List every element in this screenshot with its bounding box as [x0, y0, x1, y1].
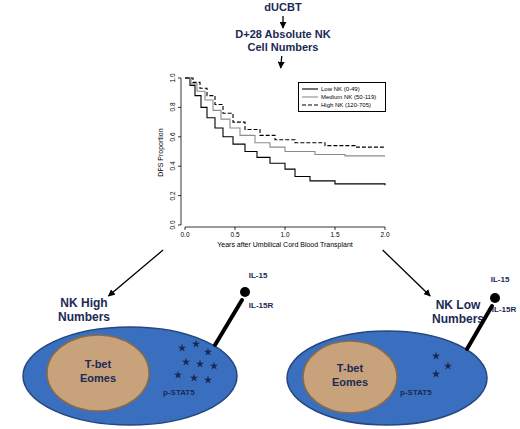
y-tick — [178, 166, 181, 167]
legend-sample — [301, 93, 319, 101]
cell: T-betEomes NK High Numbers p-STAT5 — [18, 296, 248, 429]
legend-line — [302, 96, 318, 97]
ligand-ball — [240, 287, 250, 297]
legend-row: High NK (120-705) — [299, 101, 385, 109]
tick-label: 0.6 — [168, 117, 178, 157]
x-tick — [385, 227, 386, 230]
phospho-star — [178, 344, 186, 352]
x-tick — [185, 227, 186, 230]
phospho-star — [204, 376, 212, 384]
receptor-symbol — [215, 287, 250, 345]
legend-line — [302, 88, 318, 89]
phospho-star — [204, 348, 212, 356]
y-tick — [178, 107, 181, 108]
phospho-star — [432, 370, 440, 378]
nucleus-ellipse — [303, 341, 397, 413]
legend-box: Low NK (0-49)Medium NK (50-119)High NK (… — [298, 82, 386, 112]
flow-arrow — [282, 16, 283, 28]
cell-ellipse — [287, 331, 487, 425]
receptor-stalk — [467, 306, 492, 349]
start-text: dUCBT — [253, 0, 313, 14]
flow-arrow — [108, 250, 163, 296]
legend-text: Low NK (0-49) — [321, 85, 360, 93]
tick-label: 0.8 — [168, 87, 178, 127]
legend-sample — [301, 101, 319, 109]
tick-label: 1.5 — [315, 230, 355, 240]
gene-label: T-bet — [302, 362, 398, 375]
phospho-star — [210, 362, 218, 370]
tick-label: 0.5 — [215, 230, 255, 240]
legend-text: Medium NK (50-119) — [321, 93, 376, 101]
start-label: dUCBT — [253, 0, 313, 16]
flow-arrow — [383, 250, 431, 296]
tick-label: 2.0 — [365, 230, 405, 240]
phospho-star — [192, 340, 200, 348]
phospho-star — [174, 371, 182, 379]
receptor-symbol — [467, 293, 500, 349]
ligand-label: IL-15 — [238, 271, 278, 281]
tick-label: 1.0 — [265, 230, 305, 240]
survival-curve — [185, 78, 385, 185]
y-tick — [178, 136, 181, 137]
x-tick — [335, 227, 336, 230]
survival-curve — [185, 78, 385, 156]
axis-title: Years after Umbilical Cord Blood Transpl… — [185, 240, 385, 249]
y-tick — [178, 225, 181, 226]
legend-text: High NK (120-705) — [321, 101, 371, 109]
phospho-star — [190, 374, 198, 382]
process-text: D+28 Absolute NK Cell Numbers — [225, 28, 341, 54]
x-tick — [285, 227, 286, 230]
phospho-star — [432, 352, 440, 360]
y-axis — [181, 78, 182, 225]
survival-curve — [185, 78, 385, 147]
receptor-label: IL-15R — [484, 305, 520, 315]
nucleus: T-betEomes — [302, 340, 398, 414]
gene-label: Eomes — [302, 376, 398, 389]
gene-label: T-bet — [46, 358, 150, 371]
tick-label: 0.0 — [168, 205, 178, 245]
flow-arrow — [281, 56, 282, 68]
group-heading: NK High Numbers — [48, 296, 120, 324]
cell-ellipse — [23, 327, 237, 425]
legend-row: Low NK (0-49) — [299, 85, 385, 93]
cell: T-betEomes NK Low Numbers p-STAT5 — [282, 296, 512, 429]
axis-title: DFS Proportion — [156, 113, 165, 193]
receptor-label: IL-15R — [241, 301, 281, 311]
tick-label: 1.0 — [168, 58, 178, 98]
x-axis — [185, 227, 385, 228]
x-tick — [235, 227, 236, 230]
nucleus-ellipse — [47, 335, 149, 411]
y-tick — [178, 195, 181, 196]
nucleus: T-betEomes — [46, 334, 150, 412]
legend-line — [302, 104, 318, 105]
tick-label: 0.4 — [168, 146, 178, 186]
phospho-star — [196, 360, 204, 368]
process-label: D+28 Absolute NK Cell Numbers — [225, 28, 341, 56]
ligand-ball — [490, 293, 500, 303]
y-tick — [178, 78, 181, 79]
protein-label: p-STAT5 — [163, 388, 213, 398]
protein-label: p-STAT5 — [400, 388, 450, 398]
legend-sample — [301, 85, 319, 93]
group-heading: NK Low Numbers — [422, 298, 494, 326]
receptor-stalk — [215, 300, 242, 345]
tick-label: 0.2 — [168, 176, 178, 216]
legend-row: Medium NK (50-119) — [299, 93, 385, 101]
tick-label: 0.0 — [165, 230, 205, 240]
ligand-label: IL-15 — [480, 275, 520, 285]
phospho-star — [444, 362, 452, 370]
phospho-star — [182, 358, 190, 366]
gene-label: Eomes — [46, 372, 150, 385]
